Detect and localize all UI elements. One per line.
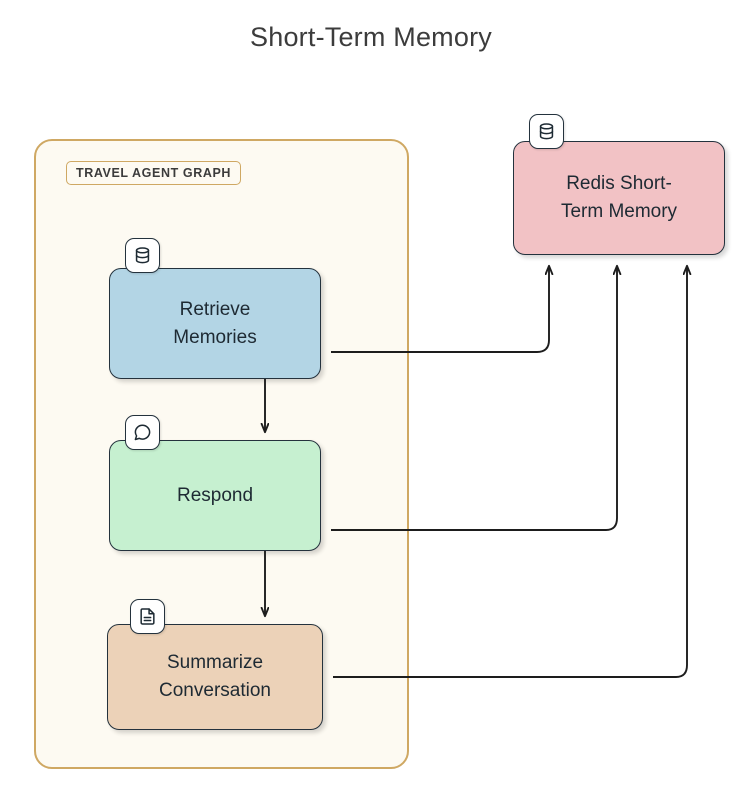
node-respond[interactable]: Respond xyxy=(109,440,321,551)
page-title: Short-Term Memory xyxy=(250,22,492,52)
document-icon xyxy=(130,599,165,634)
database-icon xyxy=(125,238,160,273)
node-redis-short-term-memory-label: Redis Short-Term Memory xyxy=(560,173,678,222)
node-respond-label: Respond xyxy=(176,484,254,506)
chat-bubble-icon xyxy=(125,415,160,450)
subgraph-label: TRAVEL AGENT GRAPH xyxy=(66,161,242,185)
node-redis-short-term-memory[interactable]: Redis Short-Term Memory xyxy=(513,141,725,255)
database-icon xyxy=(529,114,564,149)
